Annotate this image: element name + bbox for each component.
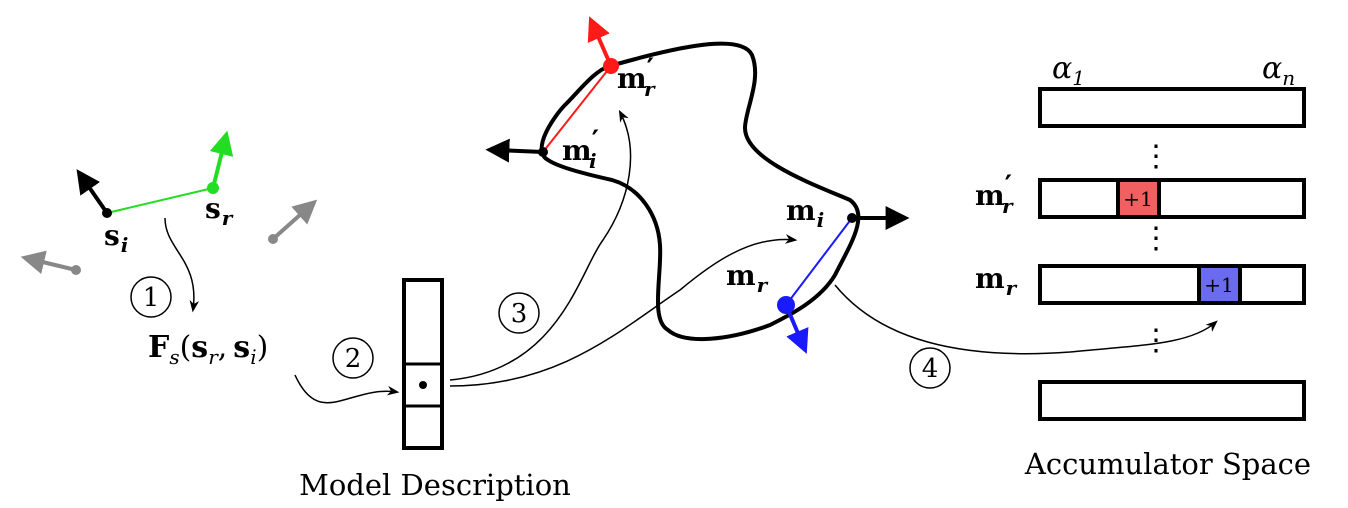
accumulator-row-m-r xyxy=(1038,264,1306,305)
alpha-n-label: αn xyxy=(1262,51,1295,90)
gray-normal-arrow-1 xyxy=(271,199,318,241)
vdots-1: ⋮ xyxy=(1141,139,1171,174)
model-description-table xyxy=(402,278,444,450)
gray-point-2 xyxy=(71,265,81,275)
s-r-normal-arrow xyxy=(209,130,234,189)
s-r-point xyxy=(207,182,219,194)
accumulator-row-m-r-prime xyxy=(1038,178,1306,219)
svg-text:4: 4 xyxy=(922,354,939,384)
step1-arrow xyxy=(164,217,200,313)
m-i-prime-point xyxy=(538,147,548,157)
m-r-prime-point xyxy=(603,58,619,74)
label-s-i: si xyxy=(104,219,128,257)
accumulator-row-top xyxy=(1038,87,1306,128)
s-i-point xyxy=(102,208,112,218)
model-description-caption: Model Description xyxy=(299,468,571,502)
vote-blue-label: +1 xyxy=(1204,273,1233,297)
step-3-badge: 3 xyxy=(498,292,540,334)
row-label-m-r-prime: m′r xyxy=(975,169,1014,218)
gray-normal-arrow-2 xyxy=(20,250,77,275)
label-s-r: sr xyxy=(205,192,234,230)
label-m-i-prime: m′i xyxy=(562,124,599,173)
scene-pair-line xyxy=(106,187,214,214)
m-i-point xyxy=(847,213,857,223)
step-2-badge: 2 xyxy=(332,337,374,379)
vote-cell-blue xyxy=(1197,264,1242,305)
label-m-r-prime: m′r xyxy=(617,52,656,101)
m-r-point xyxy=(777,296,795,314)
accumulator-space-caption: Accumulator Space xyxy=(1024,447,1311,481)
alpha-1-label: α1 xyxy=(1052,51,1085,90)
s-i-normal-arrow xyxy=(76,169,109,215)
feature-label: Fs(sr,si) xyxy=(148,330,268,369)
step4-arrow xyxy=(834,284,1218,355)
svg-text:2: 2 xyxy=(345,344,362,374)
vdots-2: ⋮ xyxy=(1141,221,1171,256)
model-pair-prime-line xyxy=(542,65,612,153)
step3-arrow-to-m-r-prime xyxy=(449,109,632,381)
label-m-r: mr xyxy=(726,259,769,297)
step2-arrow xyxy=(294,374,400,404)
vote-red-label: +1 xyxy=(1123,187,1152,211)
accumulator-space: α1 αn ⋮ m′r +1 ⋮ mr +1 ⋮ xyxy=(975,51,1306,421)
step-1-badge: 1 xyxy=(130,276,172,318)
gray-point-1 xyxy=(268,234,278,244)
row-label-m-r: mr xyxy=(975,262,1018,300)
m-i-prime-normal-arrow xyxy=(485,138,544,163)
step-4-badge: 4 xyxy=(909,347,951,389)
model-object-outline xyxy=(539,41,861,341)
svg-text:3: 3 xyxy=(511,299,528,329)
scene-points: si sr xyxy=(20,130,318,275)
table-entry-dot xyxy=(419,381,427,389)
label-m-i: mi xyxy=(786,194,824,232)
step3-arrow-to-m-r xyxy=(449,234,798,387)
svg-text:1: 1 xyxy=(143,283,160,313)
vdots-3: ⋮ xyxy=(1141,323,1171,358)
vote-cell-red xyxy=(1116,178,1161,219)
model-pair-line xyxy=(785,217,853,306)
accumulator-row-bottom xyxy=(1038,380,1306,421)
